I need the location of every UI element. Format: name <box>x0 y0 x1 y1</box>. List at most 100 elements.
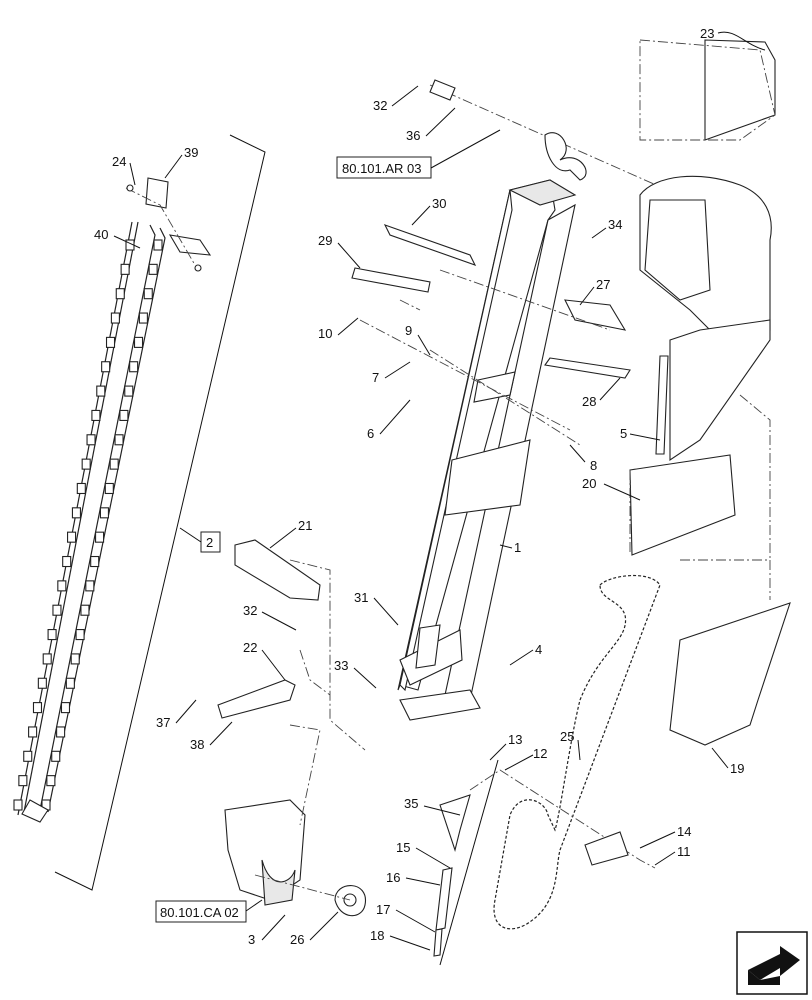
panel-guides <box>629 394 771 600</box>
callout-15: 15 <box>396 840 410 855</box>
chain-paddle <box>120 263 130 275</box>
callout-32-top: 32 <box>373 98 387 113</box>
chain-paddle <box>101 361 111 373</box>
chain-paddle <box>91 409 101 421</box>
chain-paddle <box>62 555 72 568</box>
plate-30 <box>383 224 477 266</box>
callout-3: 3 <box>248 932 255 947</box>
chain-paddle <box>18 775 28 787</box>
chain-paddle <box>110 312 120 324</box>
callout-19: 19 <box>730 761 744 776</box>
chain-paddle <box>37 677 47 689</box>
chain-paddle <box>70 653 80 665</box>
chain-paddle <box>105 336 116 348</box>
chain-group-leader <box>179 527 202 543</box>
callout-12: 12 <box>533 746 547 761</box>
chain-group-label: 2 <box>206 535 213 550</box>
callout-23: 23 <box>700 26 714 41</box>
plate-27 <box>564 299 627 331</box>
callout-22: 22 <box>243 640 257 655</box>
chain-paddle <box>133 336 144 348</box>
callout-25: 25 <box>560 729 574 744</box>
boot-reference-label: 80.101.CA 02 <box>160 905 239 920</box>
callout-30: 30 <box>432 196 446 211</box>
callout-31: 31 <box>354 590 368 605</box>
boot-assembly <box>224 724 366 917</box>
callout-32-bracket: 32 <box>243 603 257 618</box>
bracket-21 <box>234 539 321 601</box>
chain-paddle <box>124 385 134 397</box>
callout-1: 1 <box>514 540 521 555</box>
callout-29: 29 <box>318 233 332 248</box>
auger <box>429 79 691 201</box>
chain-paddle <box>28 726 38 738</box>
auger-reference-box[interactable]: 80.101.AR 03 <box>336 156 432 179</box>
callouts: 1 3 4 5 6 7 8 9 10 11 12 13 14 15 16 17 … <box>94 26 766 951</box>
chain-paddle <box>95 531 105 543</box>
callout-17: 17 <box>376 902 390 917</box>
callout-5: 5 <box>620 426 627 441</box>
chain-paddle <box>13 799 23 811</box>
chain-paddle <box>80 604 90 616</box>
callout-10: 10 <box>318 326 332 341</box>
chain-paddle <box>42 653 52 665</box>
chain-paddle <box>71 507 81 519</box>
chain-paddle <box>109 458 119 470</box>
chain-paddle <box>148 263 158 275</box>
next-page-arrow-icon[interactable] <box>736 931 808 995</box>
callout-27: 27 <box>596 277 610 292</box>
boot-reference-box[interactable]: 80.101.CA 02 <box>155 900 247 923</box>
chain-bracket-plate <box>125 177 212 272</box>
callout-8: 8 <box>590 458 597 473</box>
chain-paddle <box>143 288 153 300</box>
auger-ref-leader <box>430 129 501 169</box>
bracket-guides <box>289 559 366 751</box>
callout-34: 34 <box>608 217 622 232</box>
chain-group-box[interactable]: 2 <box>200 531 221 553</box>
tensioner-assembly <box>433 759 656 966</box>
chain-paddle <box>57 580 67 592</box>
callout-13: 13 <box>508 732 522 747</box>
callout-4: 4 <box>535 642 542 657</box>
plate-28 <box>544 357 631 379</box>
chain-paddle <box>51 750 61 762</box>
chain-paddle <box>115 288 125 300</box>
callout-21: 21 <box>298 518 312 533</box>
chain-paddle <box>46 775 56 787</box>
chain-paddle <box>47 629 57 641</box>
callout-20: 20 <box>582 476 596 491</box>
head-housing <box>639 39 776 462</box>
callout-33: 33 <box>334 658 348 673</box>
chain-paddle <box>86 434 96 446</box>
callout-35: 35 <box>404 796 418 811</box>
cover-panel-20 <box>629 454 736 556</box>
callout-36: 36 <box>406 128 420 143</box>
chain-paddle <box>153 239 163 251</box>
drive-chain <box>493 574 661 930</box>
callout-11: 11 <box>677 844 691 859</box>
callout-7: 7 <box>372 370 379 385</box>
chain-paddle <box>138 312 148 324</box>
chain-paddle <box>96 385 106 397</box>
chain-paddle <box>104 482 114 495</box>
chain-paddle <box>60 702 71 714</box>
chain-paddle <box>52 604 62 616</box>
callout-14: 14 <box>677 824 691 839</box>
callout-38: 38 <box>190 737 204 752</box>
chain-paddle <box>32 702 43 714</box>
chain-paddle <box>85 580 95 592</box>
chain-paddle <box>65 677 75 689</box>
elevator-tube <box>397 179 577 721</box>
chain-paddle <box>23 750 33 762</box>
chain-paddle <box>81 458 91 470</box>
plate-29 <box>351 267 431 293</box>
chain-paddle <box>90 555 100 568</box>
callout-24: 24 <box>112 154 126 169</box>
callout-37: 37 <box>156 715 170 730</box>
callout-26: 26 <box>290 932 304 947</box>
callout-16: 16 <box>386 870 400 885</box>
chain-paddle <box>119 409 129 421</box>
cover-panel-19 <box>669 602 791 746</box>
chain-paddle <box>75 629 85 641</box>
